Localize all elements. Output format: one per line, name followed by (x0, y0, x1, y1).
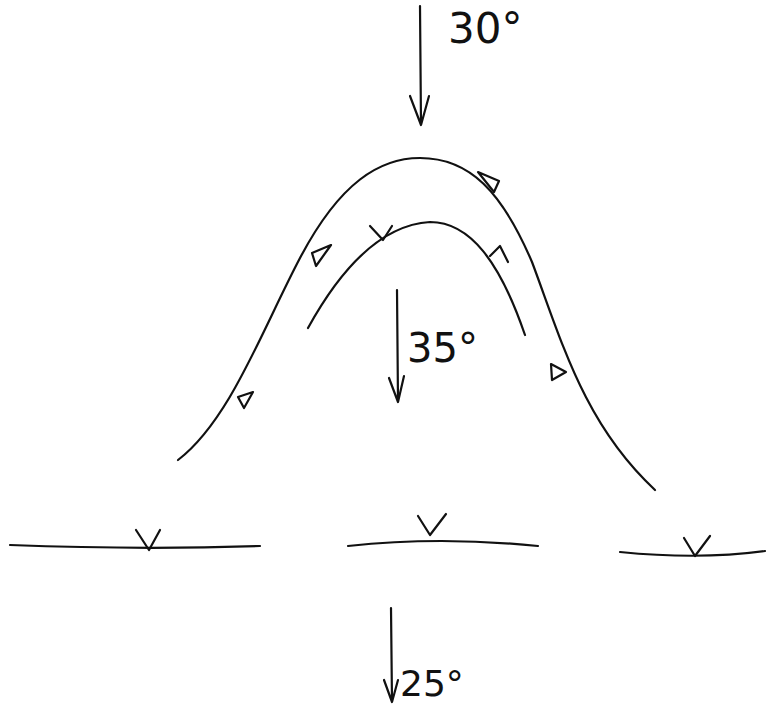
front-symbol (490, 246, 508, 262)
front-symbol (684, 536, 710, 556)
front-symbol (551, 364, 566, 380)
front-line (348, 541, 538, 546)
wind-arrow (384, 608, 398, 702)
front-symbol (312, 245, 331, 266)
front-line (178, 158, 655, 490)
wind-arrow (389, 290, 404, 402)
front-symbol (370, 226, 392, 240)
front-line (308, 222, 525, 335)
wind-arrow (410, 6, 429, 125)
temperature-label: 35° (407, 326, 478, 370)
temperature-label: 25° (400, 664, 464, 704)
front-symbol (238, 392, 253, 408)
front-symbol (478, 172, 499, 192)
front-line (10, 545, 260, 548)
front-symbol (136, 530, 160, 550)
front-symbol (418, 514, 446, 535)
temperature-label: 30° (448, 6, 522, 52)
